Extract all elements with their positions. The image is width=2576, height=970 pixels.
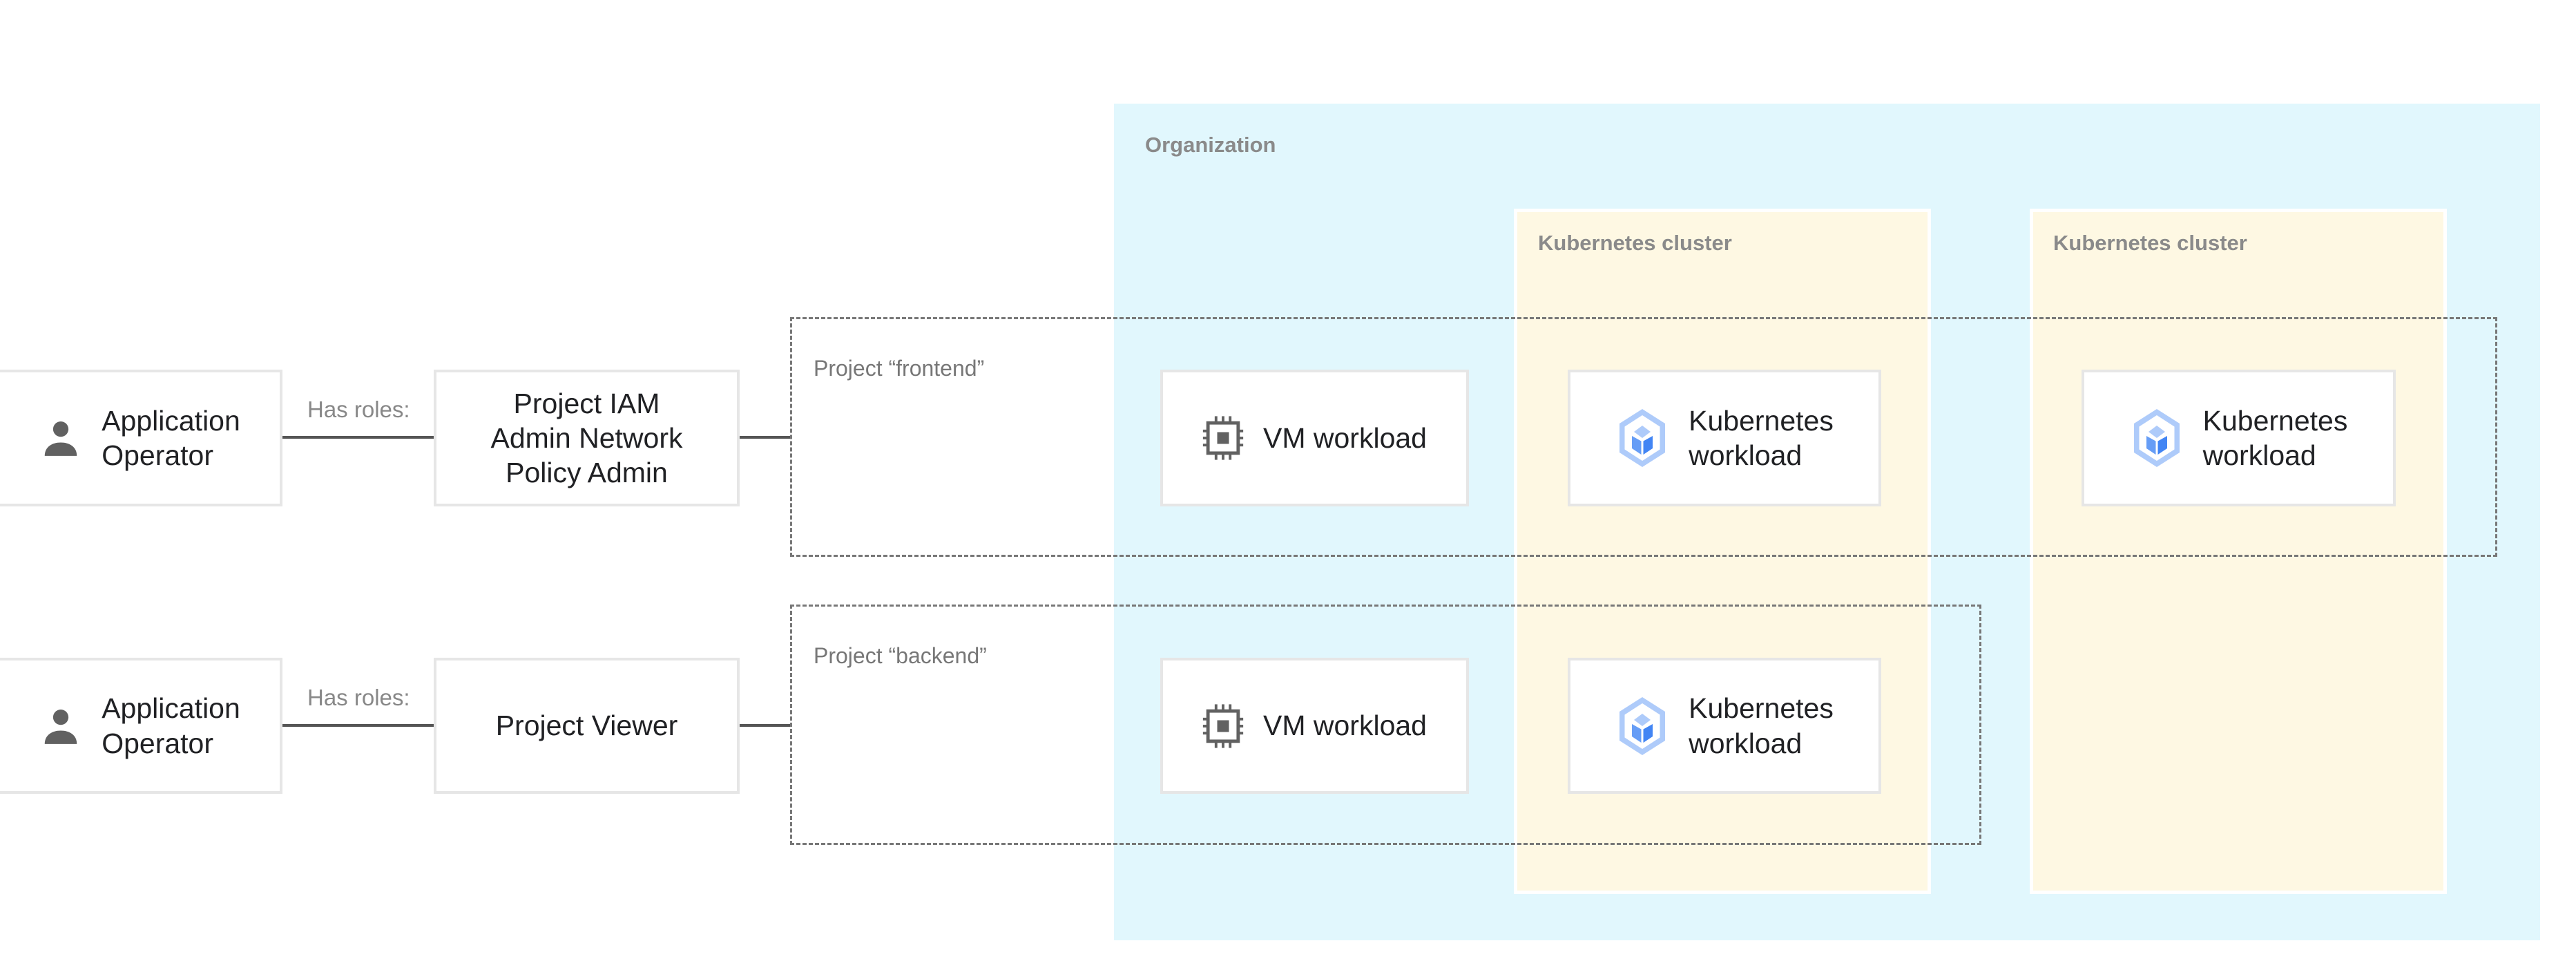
kubernetes-cluster-2 xyxy=(2030,209,2447,894)
kubernetes-workload-label: Kubernetes xyxy=(1689,692,1834,725)
kubernetes-workload-label: workload xyxy=(2202,439,2316,471)
organization-label: Organization xyxy=(1145,133,1276,157)
cpu-chip-icon xyxy=(1202,703,1244,748)
cpu-chip-icon xyxy=(1202,416,1244,460)
vm-workload-label: VM workload xyxy=(1263,421,1427,454)
has-roles-label: Has roles: xyxy=(307,685,410,710)
connector-line xyxy=(282,436,434,439)
project-backend xyxy=(790,605,1981,845)
person-icon xyxy=(44,421,77,456)
role-label: Project IAM xyxy=(513,387,660,419)
kubernetes-engine-icon xyxy=(2133,409,2180,467)
connector-line xyxy=(740,724,790,727)
kubernetes-workload-label: Kubernetes xyxy=(2202,404,2348,437)
vm-workload-box: VM workload xyxy=(1160,658,1469,794)
has-roles-label: Has roles: xyxy=(307,397,410,422)
operator-label: Operator xyxy=(102,727,214,759)
kubernetes-workload-label: workload xyxy=(1689,439,1803,471)
project-frontend-label: Project “frontend” xyxy=(814,356,985,381)
vm-workload-box: VM workload xyxy=(1160,370,1469,506)
person-icon xyxy=(44,709,77,744)
cluster-label: Kubernetes cluster xyxy=(2053,231,2247,255)
role-label: Project Viewer xyxy=(495,710,678,742)
cluster-label: Kubernetes cluster xyxy=(1538,231,1732,255)
project-backend-label: Project “backend” xyxy=(814,643,987,668)
role-label: Admin Network xyxy=(490,421,683,454)
connector-line xyxy=(740,436,790,439)
role-label: Policy Admin xyxy=(506,457,668,488)
kubernetes-workload-label: workload xyxy=(1689,727,1803,759)
kubernetes-engine-icon xyxy=(1619,696,1666,755)
project-frontend xyxy=(790,317,2497,557)
role-box: Project Viewer xyxy=(434,658,740,794)
operator-label: Application xyxy=(102,404,240,437)
operator-label: Operator xyxy=(102,439,214,471)
kubernetes-engine-icon xyxy=(1619,409,1666,467)
connector-line xyxy=(282,724,434,727)
operator-label: Application xyxy=(102,692,240,725)
vm-workload-label: VM workload xyxy=(1263,710,1427,742)
kubernetes-workload-label: Kubernetes xyxy=(1689,404,1834,437)
